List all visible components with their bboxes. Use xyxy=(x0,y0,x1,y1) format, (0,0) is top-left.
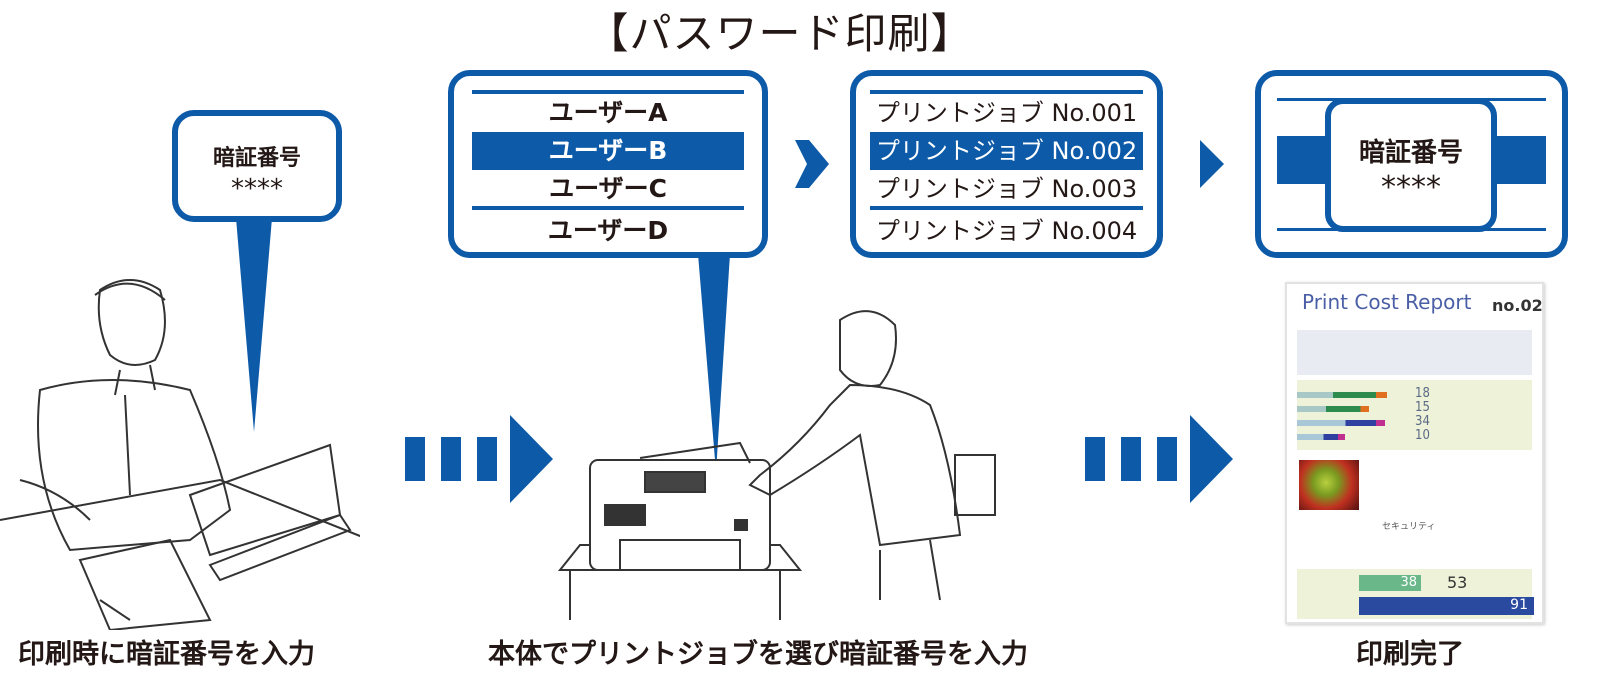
caption-step-2: 本体でプリントジョブを選び暗証番号を入力 xyxy=(488,639,1028,670)
pc-callout-tail xyxy=(236,218,272,432)
user-item-b-selected[interactable]: ユーザーB xyxy=(472,132,744,170)
job-item-002-selected[interactable]: プリントジョブ No.002 xyxy=(870,132,1143,170)
diagram-title: 【パスワード印刷】 xyxy=(586,9,974,58)
printer-operator-illustration xyxy=(557,310,996,620)
chevron-arrow-icon xyxy=(1200,140,1224,188)
pin-mask: **** xyxy=(1381,170,1441,205)
pin-label: 暗証番号 xyxy=(212,146,301,171)
job-item-003[interactable]: プリントジョブ No.003 xyxy=(875,175,1138,203)
process-arrow-icon xyxy=(405,415,553,503)
pin-input-dialog[interactable]: 暗証番号 **** xyxy=(1325,98,1497,232)
report-photo xyxy=(1299,460,1359,510)
report-bar-section: 18 15 34 10 xyxy=(1297,380,1532,450)
caption-step-3: 印刷完了 xyxy=(1356,639,1464,670)
divider xyxy=(472,206,744,210)
user-item-d[interactable]: ユーザーD xyxy=(547,216,669,245)
report-stats: 38 53 91 xyxy=(1297,569,1534,619)
report-bar-value: 15 xyxy=(1415,400,1430,415)
user-at-laptop-illustration xyxy=(0,279,360,630)
report-bar-value: 34 xyxy=(1415,414,1430,429)
pin-mask: **** xyxy=(231,174,283,204)
report-summary xyxy=(1297,330,1532,375)
report-bar-value: 10 xyxy=(1415,428,1430,443)
report-stat-1: 38 xyxy=(1359,575,1421,591)
printer-callout-tail xyxy=(698,254,730,472)
divider xyxy=(472,90,744,94)
job-item-004[interactable]: プリントジョブ No.004 xyxy=(875,217,1138,245)
report-section-security: セキュリティ xyxy=(1382,522,1436,532)
divider xyxy=(870,90,1143,94)
pin-entry-panel: 暗証番号 **** xyxy=(1255,70,1568,258)
report-stat-2: 53 xyxy=(1447,573,1468,592)
job-item-001[interactable]: プリントジョブ No.001 xyxy=(875,99,1138,127)
job-list-panel: プリントジョブ No.001 プリントジョブ No.002 プリントジョブ No… xyxy=(850,70,1163,258)
pin-label: 暗証番号 xyxy=(1358,138,1463,168)
divider xyxy=(870,206,1143,210)
report-title: Print Cost Report xyxy=(1302,290,1472,314)
user-item-a[interactable]: ユーザーA xyxy=(548,98,668,127)
printed-report: Print Cost Report no.02 18 15 34 10 セキュリ… xyxy=(1285,282,1544,624)
user-item-c[interactable]: ユーザーC xyxy=(549,174,667,203)
report-issue: no.02 xyxy=(1492,296,1543,315)
pc-pin-callout: 暗証番号 **** xyxy=(172,110,342,222)
report-bar-value: 18 xyxy=(1415,386,1430,401)
process-arrow-icon xyxy=(1085,415,1233,503)
report-stat-3: 91 xyxy=(1359,597,1534,615)
user-list-panel: ユーザーA ユーザーB ユーザーC ユーザーD xyxy=(448,70,768,258)
caption-step-1: 印刷時に暗証番号を入力 xyxy=(18,639,315,670)
double-chevron-arrow-icon xyxy=(795,140,829,188)
